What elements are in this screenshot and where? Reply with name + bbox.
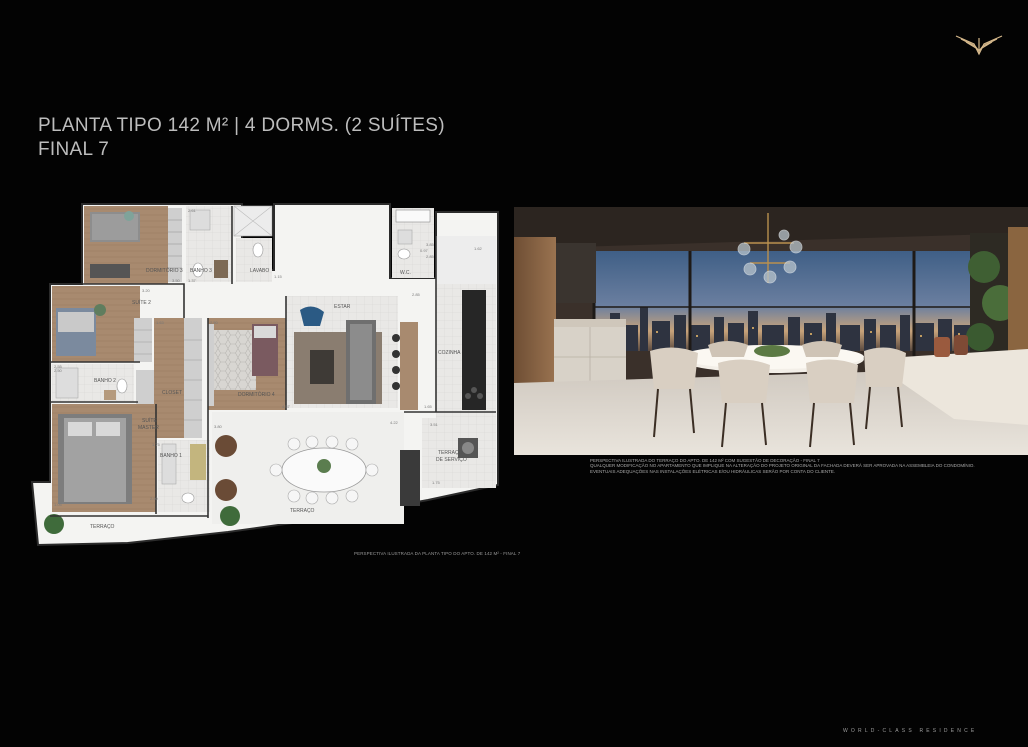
title-line-2: FINAL 7 (38, 139, 110, 160)
label-dorm3: DORMITÓRIO 3 (146, 267, 183, 274)
dimension-label: 3.51 (430, 422, 439, 427)
coffee-table (310, 350, 334, 384)
label-banho3: BANHO 3 (190, 268, 212, 274)
dimension-label: 2.55 (54, 364, 63, 369)
dimension-label: 3.85 (426, 242, 435, 247)
label-banho1: BANHO 1 (160, 453, 182, 459)
dimension-label: 2.85 (426, 254, 435, 259)
dimension-label: 3.80 (214, 424, 223, 429)
dimension-label: 2.61 (188, 208, 197, 213)
winged-emblem-icon (955, 35, 1003, 56)
label-lavabo: LAVABO (250, 268, 269, 274)
label-suite2: SUÍTE 2 (132, 299, 151, 306)
dimension-label: 1.75 (432, 480, 441, 485)
dimension-label: 2.85 (412, 292, 421, 297)
dimension-label: 1.63 (156, 320, 165, 325)
label-cozinha: COZINHA (438, 350, 461, 356)
room-lavabo (236, 238, 272, 282)
armchair (215, 479, 237, 501)
plant-icon (44, 514, 64, 534)
label-terraco-servico-2: DE SERVIÇO (436, 457, 467, 463)
armchair (215, 435, 237, 457)
photo-note-2: QUALQUER MODIFICAÇÃO NO APARTAMENTO QUE … (590, 463, 975, 469)
room-closet (154, 318, 184, 438)
photo-note-1: PERSPECTIVA ILUSTRADA DO TERRAÇO DO APTO… (590, 458, 820, 463)
label-suite-master-2: MASTER (138, 425, 159, 431)
dimension-label: 2.50 (210, 320, 219, 325)
dimension-label: 4.57 (282, 404, 291, 409)
label-dorm4: DORMITÓRIO 4 (238, 391, 275, 398)
dimension-label: 0.97 (420, 248, 429, 253)
plant-icon (124, 211, 134, 221)
dimension-label: 2.50 (150, 496, 159, 501)
photo-note-3: EVENTUAIS ADEQUAÇÕES NAS INSTALAÇÕES ELÉ… (590, 468, 836, 474)
page-title: PLANTA TIPO 142 M² | 4 DORMS. (2 SUÍTES)… (38, 114, 445, 162)
photo-notes: PERSPECTIVA ILUSTRADA DO TERRAÇO DO APTO… (590, 458, 990, 474)
dimension-label: 3.20 (142, 288, 151, 293)
label-wc: W.C. (400, 270, 411, 276)
dimension-label: 1.37 (188, 278, 197, 283)
plant-icon (317, 459, 331, 473)
dimension-label: 1.75 (152, 442, 161, 447)
dimension-label: 2.50 (54, 368, 63, 373)
label-estar: ESTAR (334, 304, 351, 310)
label-terraco-left: TERRAÇO (90, 524, 115, 530)
floor-plan: DORMITÓRIO 3 BANHO 3 LAVABO SUÍTE 2 ESTA… (30, 203, 499, 547)
dimension-label: 3.50 (172, 278, 181, 283)
label-banho2: BANHO 2 (94, 378, 116, 384)
title-line-1: PLANTA TIPO 142 M² | 4 DORMS. (2 SUÍTES) (38, 115, 445, 136)
armchair (300, 306, 324, 326)
dimension-label: 1.65 (424, 404, 433, 409)
plan-caption: PERSPECTIVA ILUSTRADA DA PLANTA TIPO DO … (354, 551, 521, 556)
dimension-label: 1.05 (54, 502, 63, 507)
label-closet: CLOSET (162, 390, 182, 396)
plant-icon (220, 506, 240, 526)
label-terraco-main: TERRAÇO (290, 508, 315, 514)
terrace-perspective-image (514, 207, 1028, 455)
label-suite-master-1: SUÍTE (142, 417, 157, 424)
brand-tagline: WORLD-CLASS RESIDENCE (843, 728, 978, 734)
plant-icon (94, 304, 106, 316)
dimension-label: 1.62 (474, 246, 483, 251)
dimension-label: 1.15 (274, 274, 283, 279)
dimension-label: 4.22 (390, 420, 399, 425)
label-terraco-servico-1: TERRAÇO (438, 450, 463, 456)
